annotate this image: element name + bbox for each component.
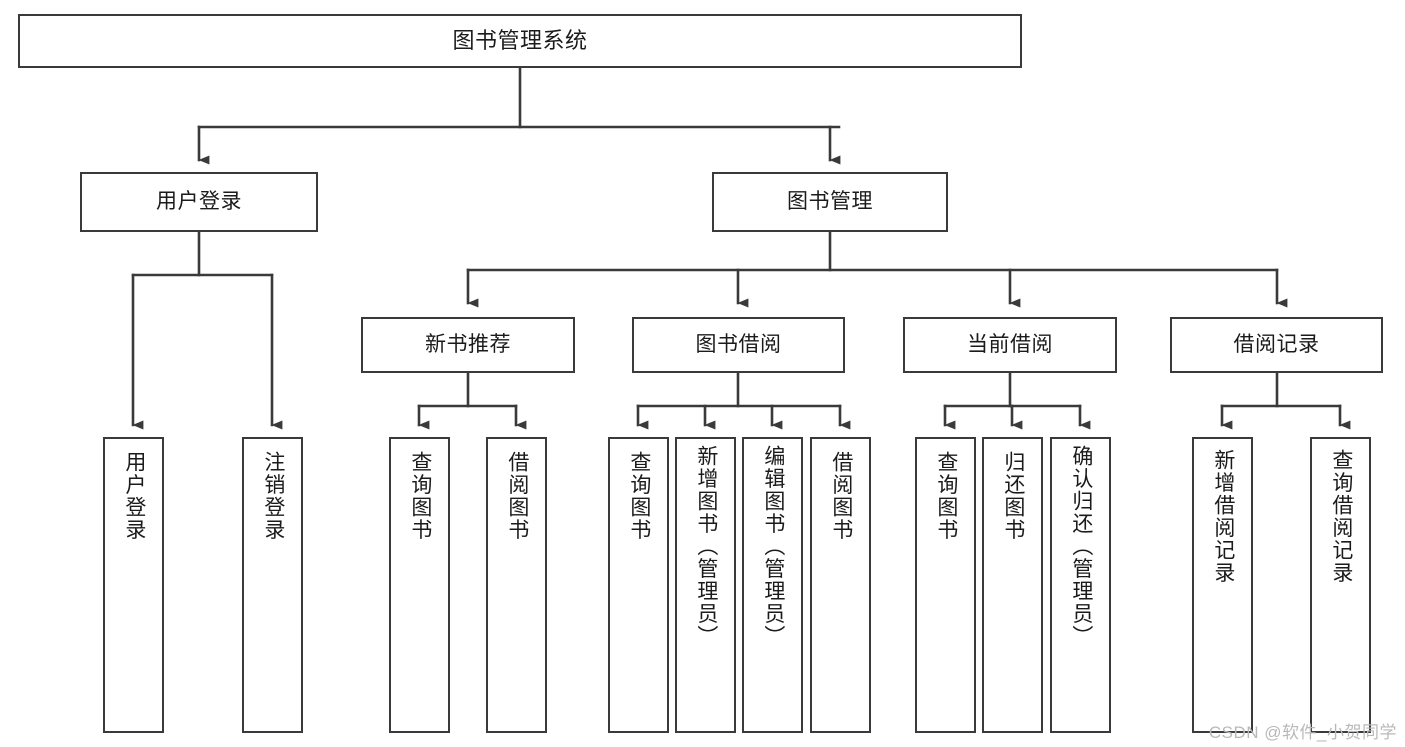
leaf-borrow-book-1[interactable]: 借阅图书: [486, 437, 547, 733]
node-label: 借阅图书: [505, 451, 529, 541]
node-label: 图书借阅: [695, 333, 782, 357]
node-label: 新书推荐: [425, 333, 511, 357]
leaf-query-book-3[interactable]: 查询图书: [915, 437, 976, 733]
leaf-user-login[interactable]: 用户登录: [103, 437, 164, 733]
node-borrow-record[interactable]: 借阅记录: [1170, 317, 1383, 373]
leaf-logout[interactable]: 注销登录: [242, 437, 303, 733]
leaf-query-book-1[interactable]: 查询图书: [389, 437, 450, 733]
node-book-manage[interactable]: 图书管理: [712, 172, 948, 232]
node-label: 图书管理: [787, 190, 873, 214]
node-label: 归还图书: [1001, 451, 1025, 541]
node-label: 用户登录: [156, 190, 242, 214]
node-label: 注销登录: [261, 451, 285, 541]
node-label: 编辑图书（管理员）: [761, 445, 785, 648]
node-label: 查询图书: [627, 451, 651, 541]
leaf-confirm-return[interactable]: 确认归还（管理员）: [1050, 437, 1111, 733]
node-label: 新增图书（管理员）: [694, 445, 718, 648]
leaf-query-book-2[interactable]: 查询图书: [608, 437, 669, 733]
node-label: 查询图书: [408, 451, 432, 541]
leaf-borrow-book-2[interactable]: 借阅图书: [810, 437, 871, 733]
node-label: 确认归还（管理员）: [1069, 445, 1093, 648]
node-current-borrow[interactable]: 当前借阅: [903, 317, 1117, 373]
leaf-query-record[interactable]: 查询借阅记录: [1310, 437, 1371, 733]
node-label: 查询图书: [934, 451, 958, 541]
leaf-add-book[interactable]: 新增图书（管理员）: [675, 437, 736, 733]
leaf-add-record[interactable]: 新增借阅记录: [1192, 437, 1253, 733]
node-label: 当前借阅: [967, 333, 1053, 357]
node-root-system[interactable]: 图书管理系统: [18, 14, 1022, 68]
leaf-edit-book[interactable]: 编辑图书（管理员）: [742, 437, 803, 733]
node-book-borrow[interactable]: 图书借阅: [632, 317, 845, 373]
node-label: 借阅图书: [829, 451, 853, 541]
node-new-book-recommend[interactable]: 新书推荐: [361, 317, 575, 373]
node-label: 用户登录: [122, 451, 146, 541]
node-label: 借阅记录: [1233, 333, 1320, 357]
node-label: 图书管理系统: [452, 27, 588, 53]
node-user-login[interactable]: 用户登录: [80, 172, 318, 232]
leaf-return-book[interactable]: 归还图书: [982, 437, 1043, 733]
node-label: 查询借阅记录: [1329, 449, 1353, 584]
watermark-text: CSDN @软件_小贺同学: [1208, 723, 1397, 742]
node-label: 新增借阅记录: [1211, 449, 1235, 584]
